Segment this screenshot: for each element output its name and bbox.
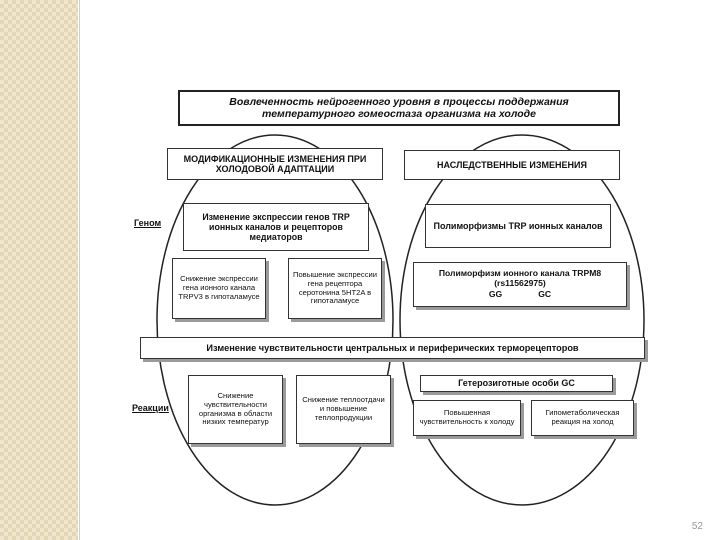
right-header: НАСЛЕДСТВЕННЫЕ ИЗМЕНЕНИЯ: [404, 150, 620, 180]
left-genome-box: Изменение экспрессии генов TRP ионных ка…: [183, 203, 369, 251]
left-reaction-box-sensitivity: Снижение чувствительности организма в об…: [188, 375, 283, 444]
page-number: 52: [691, 521, 703, 532]
right-trpm8-box: Полиморфизм ионного канала TRPM8 (rs1156…: [413, 262, 627, 307]
genome-label: Геном: [134, 218, 162, 228]
left-sub-box-trpv3: Снижение экспрессии гена ионного канала …: [172, 258, 266, 319]
left-sub-box-5ht2a: Повышение экспрессии гена рецептора серо…: [288, 258, 382, 319]
right-reaction-box-sensitivity: Повышенная чувствительность к холоду: [413, 400, 521, 436]
genotype-row: GG GC: [489, 290, 551, 300]
center-bar: Изменение чувствительности центральных и…: [140, 337, 645, 359]
left-reaction-box-heat: Снижение теплоотдачи и повышение теплопр…: [296, 375, 391, 444]
decorative-side-pattern: [0, 0, 78, 540]
left-header: МОДИФИКАЦИОННЫЕ ИЗМЕНЕНИЯ ПРИ ХОЛОДОВОЙ …: [167, 148, 383, 180]
heterozygous-box: Гетерозиготные особи GC: [420, 375, 613, 392]
right-ellipse: [399, 134, 645, 506]
genotype-gc: GC: [538, 289, 552, 300]
side-divider: [79, 0, 80, 540]
genotype-gg: GG: [488, 289, 503, 300]
slide-title: Вовлеченность нейрогенного уровня в проц…: [178, 90, 620, 126]
left-ellipse: [156, 134, 394, 506]
reactions-label: Реакции: [132, 403, 169, 413]
trpm8-label: Полиморфизм ионного канала TRPM8 (rs1156…: [438, 267, 602, 288]
right-genome-box: Полиморфизмы TRP ионных каналов: [425, 204, 611, 248]
right-reaction-box-metabolic: Гипометаболическая реакция на холод: [531, 400, 634, 436]
